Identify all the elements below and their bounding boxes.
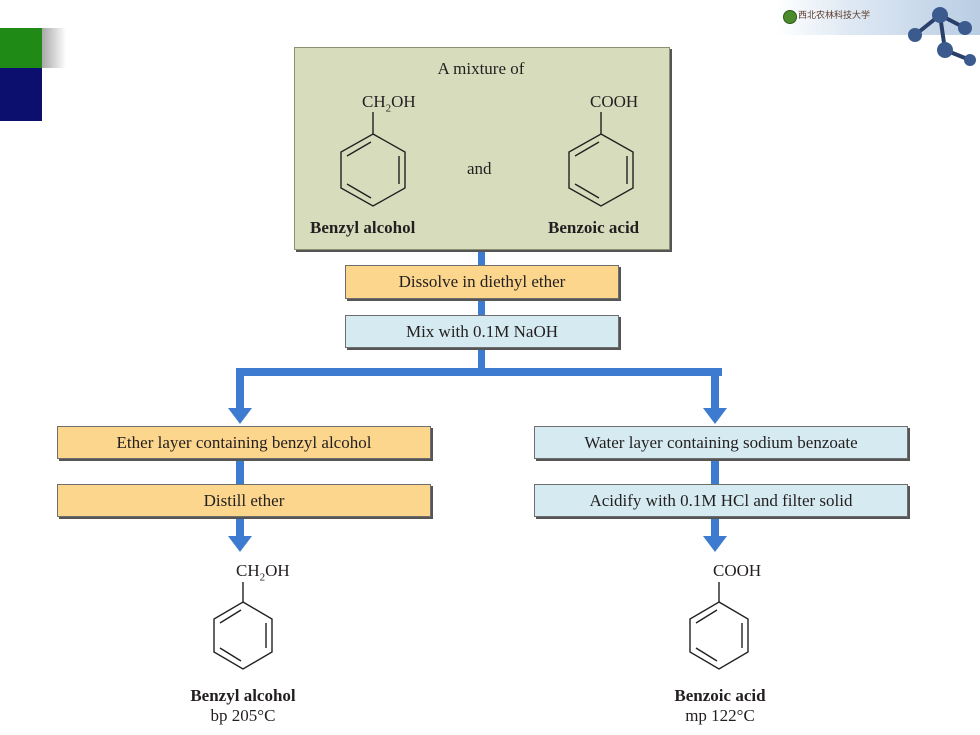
slide-deco-green-block xyxy=(0,28,42,68)
mixture-conjunction: and xyxy=(467,159,492,178)
arrow-left-layer-to-step xyxy=(236,458,244,484)
university-logo-icon xyxy=(783,10,797,24)
mixture-right-formula: COOH xyxy=(590,92,639,111)
right-product-name: Benzoic acid xyxy=(674,686,766,705)
mixture-left-formula: CH2OH xyxy=(362,92,416,115)
right-product-property: mp 122°C xyxy=(685,706,755,725)
slide-deco-fade xyxy=(42,28,66,68)
left-product-formula: CH2OH xyxy=(236,561,290,584)
slide-deco-navy-block xyxy=(0,68,42,121)
mixture-right-name: Benzoic acid xyxy=(548,218,640,237)
arrow-right-step-head xyxy=(703,536,727,552)
benzene-ring-product-benzoic-acid xyxy=(689,582,749,670)
left-product-name: Benzyl alcohol xyxy=(190,686,296,705)
arrow-left-branch-head xyxy=(228,408,252,424)
benzene-ring-benzyl-alcohol xyxy=(340,112,406,207)
right-product-formula: COOH xyxy=(713,561,762,580)
arrow-right-branch-stem xyxy=(711,368,719,412)
left-layer-box: Ether layer containing benzyl alcohol xyxy=(57,426,431,459)
step-dissolve: Dissolve in diethyl ether xyxy=(345,265,619,299)
left-step-box: Distill ether xyxy=(57,484,431,517)
university-name-logo: 西北农林科技大学 xyxy=(798,11,871,21)
benzene-ring-benzoic-acid xyxy=(568,112,634,207)
mixture-box xyxy=(294,47,670,250)
arrow-left-branch-stem xyxy=(236,368,244,412)
arrow-mix-to-split xyxy=(478,347,485,371)
arrow-left-step-stem xyxy=(236,516,244,540)
arrow-left-step-head xyxy=(228,536,252,552)
left-product-property: bp 205°C xyxy=(210,706,276,725)
arrow-dissolve-to-mix xyxy=(478,298,485,315)
arrow-mixture-to-dissolve xyxy=(478,248,485,265)
benzene-ring-product-benzyl-alcohol xyxy=(213,582,273,670)
arrow-right-layer-to-step xyxy=(711,458,719,484)
arrow-right-branch-head xyxy=(703,408,727,424)
arrow-split-bar xyxy=(236,368,722,376)
mixture-left-name: Benzyl alcohol xyxy=(310,218,416,237)
mixture-title: A mixture of xyxy=(437,59,525,78)
right-layer-box: Water layer containing sodium benzoate xyxy=(534,426,908,459)
arrow-right-step-stem xyxy=(711,516,719,540)
right-step-box: Acidify with 0.1M HCl and filter solid xyxy=(534,484,908,517)
step-mix: Mix with 0.1M NaOH xyxy=(345,315,619,348)
molecule-model-icon xyxy=(908,7,976,66)
